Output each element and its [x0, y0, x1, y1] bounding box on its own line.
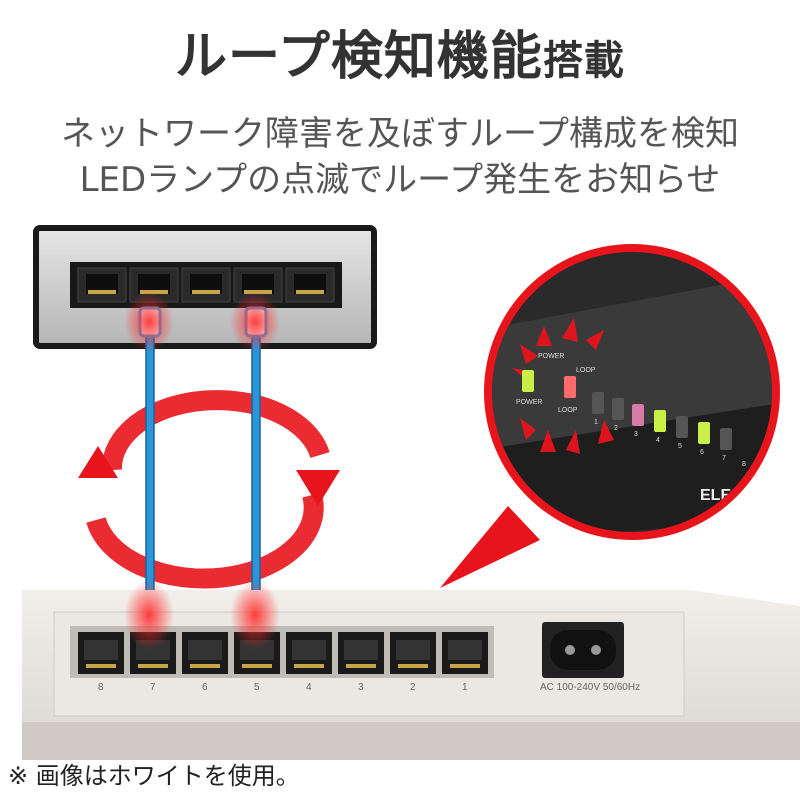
led-port-number: 6	[700, 449, 704, 456]
lower-port	[286, 632, 332, 674]
port-number: 6	[202, 682, 208, 693]
loop-label-top: LOOP	[576, 367, 596, 374]
port-number: 1	[462, 682, 468, 693]
port-led	[654, 410, 666, 432]
port-number: 2	[410, 682, 416, 693]
port-number: 5	[254, 682, 260, 693]
led-port-number: 8	[742, 461, 746, 468]
port-led	[612, 398, 624, 420]
power-inlet	[542, 622, 624, 678]
upper-switch	[33, 225, 377, 349]
title-tail: 搭載	[542, 38, 625, 84]
led-port-number: 2	[614, 425, 618, 432]
led-port-number: 3	[634, 431, 638, 438]
lower-switch: 8 7 6 5 4 3 2 1 AC 100-240V 50/60Hz	[22, 590, 800, 760]
subtitle-line-2: LEDランプの点滅でループ発生をお知らせ	[79, 160, 721, 200]
port-led	[592, 392, 604, 414]
led-port-number: 7	[722, 455, 726, 462]
callout-pointer	[440, 506, 540, 588]
subtitle-line-1: ネットワーク障害を及ぼすループ構成を検知	[61, 114, 739, 154]
upper-port	[285, 267, 335, 303]
lower-port	[78, 632, 124, 674]
power-label: POWER	[516, 399, 542, 406]
lower-port	[338, 632, 384, 674]
lower-port	[182, 632, 228, 674]
upper-switch-ports	[77, 267, 335, 303]
lower-port	[442, 632, 488, 674]
loop-led	[564, 376, 576, 398]
port-led	[632, 404, 644, 426]
led-port-number: 4	[656, 437, 660, 444]
power-label-top: POWER	[538, 353, 564, 360]
port-number: 3	[358, 682, 364, 693]
cable-plug-glow	[124, 292, 280, 650]
port-led	[698, 422, 710, 444]
led-row	[522, 370, 732, 450]
lower-port	[390, 632, 436, 674]
loop-arrows	[78, 390, 340, 589]
footnote: ※ 画像はホワイトを使用。	[8, 762, 300, 790]
page-title: ループ検知機能搭載	[0, 14, 800, 89]
led-port-number: 5	[678, 443, 682, 450]
port-number: 8	[98, 682, 104, 693]
port-number: 7	[150, 682, 156, 693]
port-led	[676, 416, 688, 438]
led-port-number: 1	[594, 419, 598, 426]
loop-label: LOOP	[558, 407, 578, 414]
upper-port	[77, 267, 127, 303]
power-rating: AC 100-240V 50/60Hz	[540, 682, 640, 693]
port-led	[720, 428, 732, 450]
upper-port	[181, 267, 231, 303]
led-zoom-callout: POWER POWER LOOP LOOP 1 2 3 4 5 6 7 8 EL…	[484, 244, 780, 540]
power-led	[522, 370, 534, 392]
port-number: 4	[306, 682, 312, 693]
title-main: ループ検知機能	[175, 27, 543, 87]
